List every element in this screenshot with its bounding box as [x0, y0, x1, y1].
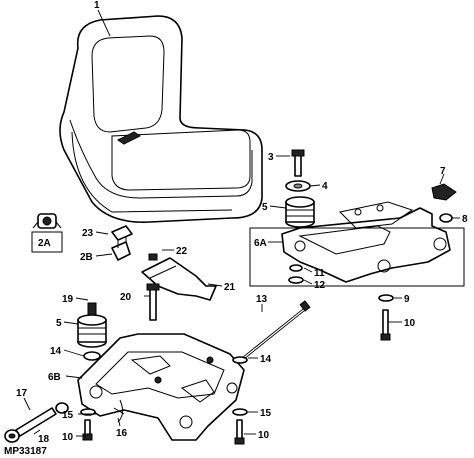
callout-7: 7: [440, 166, 446, 177]
leader-lines: [23, 9, 460, 437]
slide-bracket-23: [111, 225, 133, 261]
isolator-5-left: [77, 302, 107, 361]
callout-15-right: 15: [260, 408, 272, 419]
callout-11: 11: [314, 268, 325, 279]
callout-10-left: 10: [62, 432, 74, 443]
callout-19: 19: [62, 294, 74, 305]
drawing-reference: MP33187: [4, 446, 47, 457]
callout-9: 9: [404, 294, 410, 305]
callout-14-left: 14: [50, 346, 62, 357]
seat-support-plate: [141, 253, 217, 321]
callout-labels: 1 3 4 5 7 8 6A 11 12 9 10 2A 23 2B 22 21…: [4, 0, 468, 457]
callout-6a: 6A: [254, 238, 267, 249]
callout-20: 20: [120, 292, 132, 303]
lower-frame-6b: [77, 333, 245, 441]
upper-frame-6a: [249, 201, 465, 287]
callout-2a: 2A: [38, 238, 51, 249]
callout-16: 16: [116, 428, 128, 439]
callout-4: 4: [322, 181, 328, 192]
callout-6b: 6B: [48, 372, 61, 383]
callout-1: 1: [94, 0, 100, 11]
callout-10-bottom-right: 10: [258, 430, 270, 441]
hardware: [4, 264, 394, 445]
callout-15-left: 15: [62, 410, 74, 421]
callout-23: 23: [82, 228, 94, 239]
callout-5-lower: 5: [56, 318, 62, 329]
clip-2a: [31, 213, 63, 253]
callout-13: 13: [256, 294, 268, 305]
callout-8: 8: [462, 214, 468, 225]
callout-17: 17: [16, 388, 28, 399]
isolator-5-upper: [285, 149, 315, 228]
pivot-rod: [235, 300, 311, 366]
callout-3: 3: [268, 152, 274, 163]
callout-12: 12: [314, 280, 326, 291]
callout-10-right: 10: [404, 318, 416, 329]
callout-18: 18: [38, 434, 50, 445]
seat: [59, 15, 263, 223]
callout-2b: 2B: [80, 252, 93, 263]
callout-14-right: 14: [260, 354, 272, 365]
adjust-knob: [431, 183, 457, 223]
callout-21: 21: [224, 282, 236, 293]
callout-22: 22: [176, 246, 188, 257]
callout-5-upper: 5: [262, 202, 268, 213]
